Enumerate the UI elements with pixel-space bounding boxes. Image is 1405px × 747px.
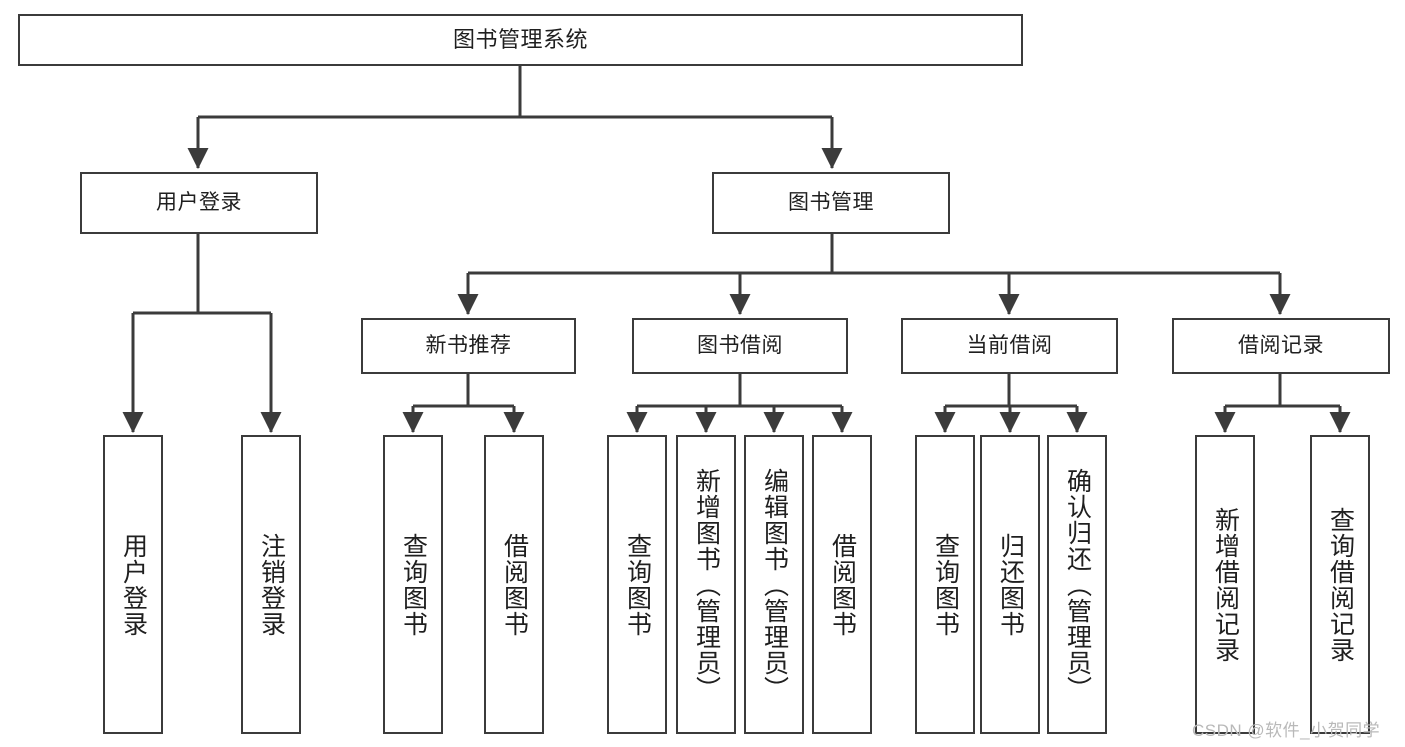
leaf-book-borrow-4[interactable]: 借阅图书 xyxy=(812,435,872,734)
node-borrow-record-label: 借阅记录 xyxy=(1238,333,1324,357)
leaf-new-book-2[interactable]: 借阅图书 xyxy=(484,435,544,734)
csdn-watermark: CSDN @软件_小贺同学 xyxy=(1192,716,1380,741)
node-new-book-recommend[interactable]: 新书推荐 xyxy=(361,318,576,374)
leaf-user-login-1-label: 用户登录 xyxy=(119,532,148,637)
leaf-borrow-record-2-label: 查询借阅记录 xyxy=(1326,506,1355,663)
leaf-current-borrow-1-label: 查询图书 xyxy=(931,532,960,637)
leaf-book-borrow-2[interactable]: 新增图书（管理员） xyxy=(676,435,736,734)
node-root-label: 图书管理系统 xyxy=(452,27,588,53)
leaf-book-borrow-3-label: 编辑图书（管理员） xyxy=(760,467,789,702)
leaf-user-login-1[interactable]: 用户登录 xyxy=(103,435,163,734)
node-user-login[interactable]: 用户登录 xyxy=(80,172,318,234)
node-book-manage[interactable]: 图书管理 xyxy=(712,172,950,234)
node-book-borrow[interactable]: 图书借阅 xyxy=(632,318,848,374)
leaf-current-borrow-3-label: 确认归还（管理员） xyxy=(1063,467,1092,702)
node-borrow-record[interactable]: 借阅记录 xyxy=(1172,318,1390,374)
node-new-book-recommend-label: 新书推荐 xyxy=(425,333,512,357)
leaf-new-book-1-label: 查询图书 xyxy=(399,532,428,637)
leaf-book-borrow-2-label: 新增图书（管理员） xyxy=(692,467,721,702)
leaf-book-borrow-1[interactable]: 查询图书 xyxy=(607,435,667,734)
leaf-book-borrow-4-label: 借阅图书 xyxy=(828,532,857,637)
leaf-user-login-2[interactable]: 注销登录 xyxy=(241,435,301,734)
leaf-user-login-2-label: 注销登录 xyxy=(257,532,286,637)
leaf-book-borrow-1-label: 查询图书 xyxy=(623,532,652,637)
leaf-new-book-2-label: 借阅图书 xyxy=(500,532,529,637)
node-book-borrow-label: 图书借阅 xyxy=(697,333,783,357)
csdn-watermark-text: CSDN @软件_小贺同学 xyxy=(1192,721,1381,740)
node-user-login-label: 用户登录 xyxy=(156,190,242,214)
node-current-borrow[interactable]: 当前借阅 xyxy=(901,318,1118,374)
node-root[interactable]: 图书管理系统 xyxy=(18,14,1023,66)
node-book-manage-label: 图书管理 xyxy=(788,190,874,214)
leaf-current-borrow-2-label: 归还图书 xyxy=(996,532,1025,637)
leaf-new-book-1[interactable]: 查询图书 xyxy=(383,435,443,734)
leaf-borrow-record-1-label: 新增借阅记录 xyxy=(1211,506,1240,663)
leaf-borrow-record-1[interactable]: 新增借阅记录 xyxy=(1195,435,1255,734)
leaf-borrow-record-2[interactable]: 查询借阅记录 xyxy=(1310,435,1370,734)
leaf-current-borrow-1[interactable]: 查询图书 xyxy=(915,435,975,734)
leaf-book-borrow-3[interactable]: 编辑图书（管理员） xyxy=(744,435,804,734)
leaf-current-borrow-3[interactable]: 确认归还（管理员） xyxy=(1047,435,1107,734)
leaf-current-borrow-2[interactable]: 归还图书 xyxy=(980,435,1040,734)
node-current-borrow-label: 当前借阅 xyxy=(966,333,1053,357)
